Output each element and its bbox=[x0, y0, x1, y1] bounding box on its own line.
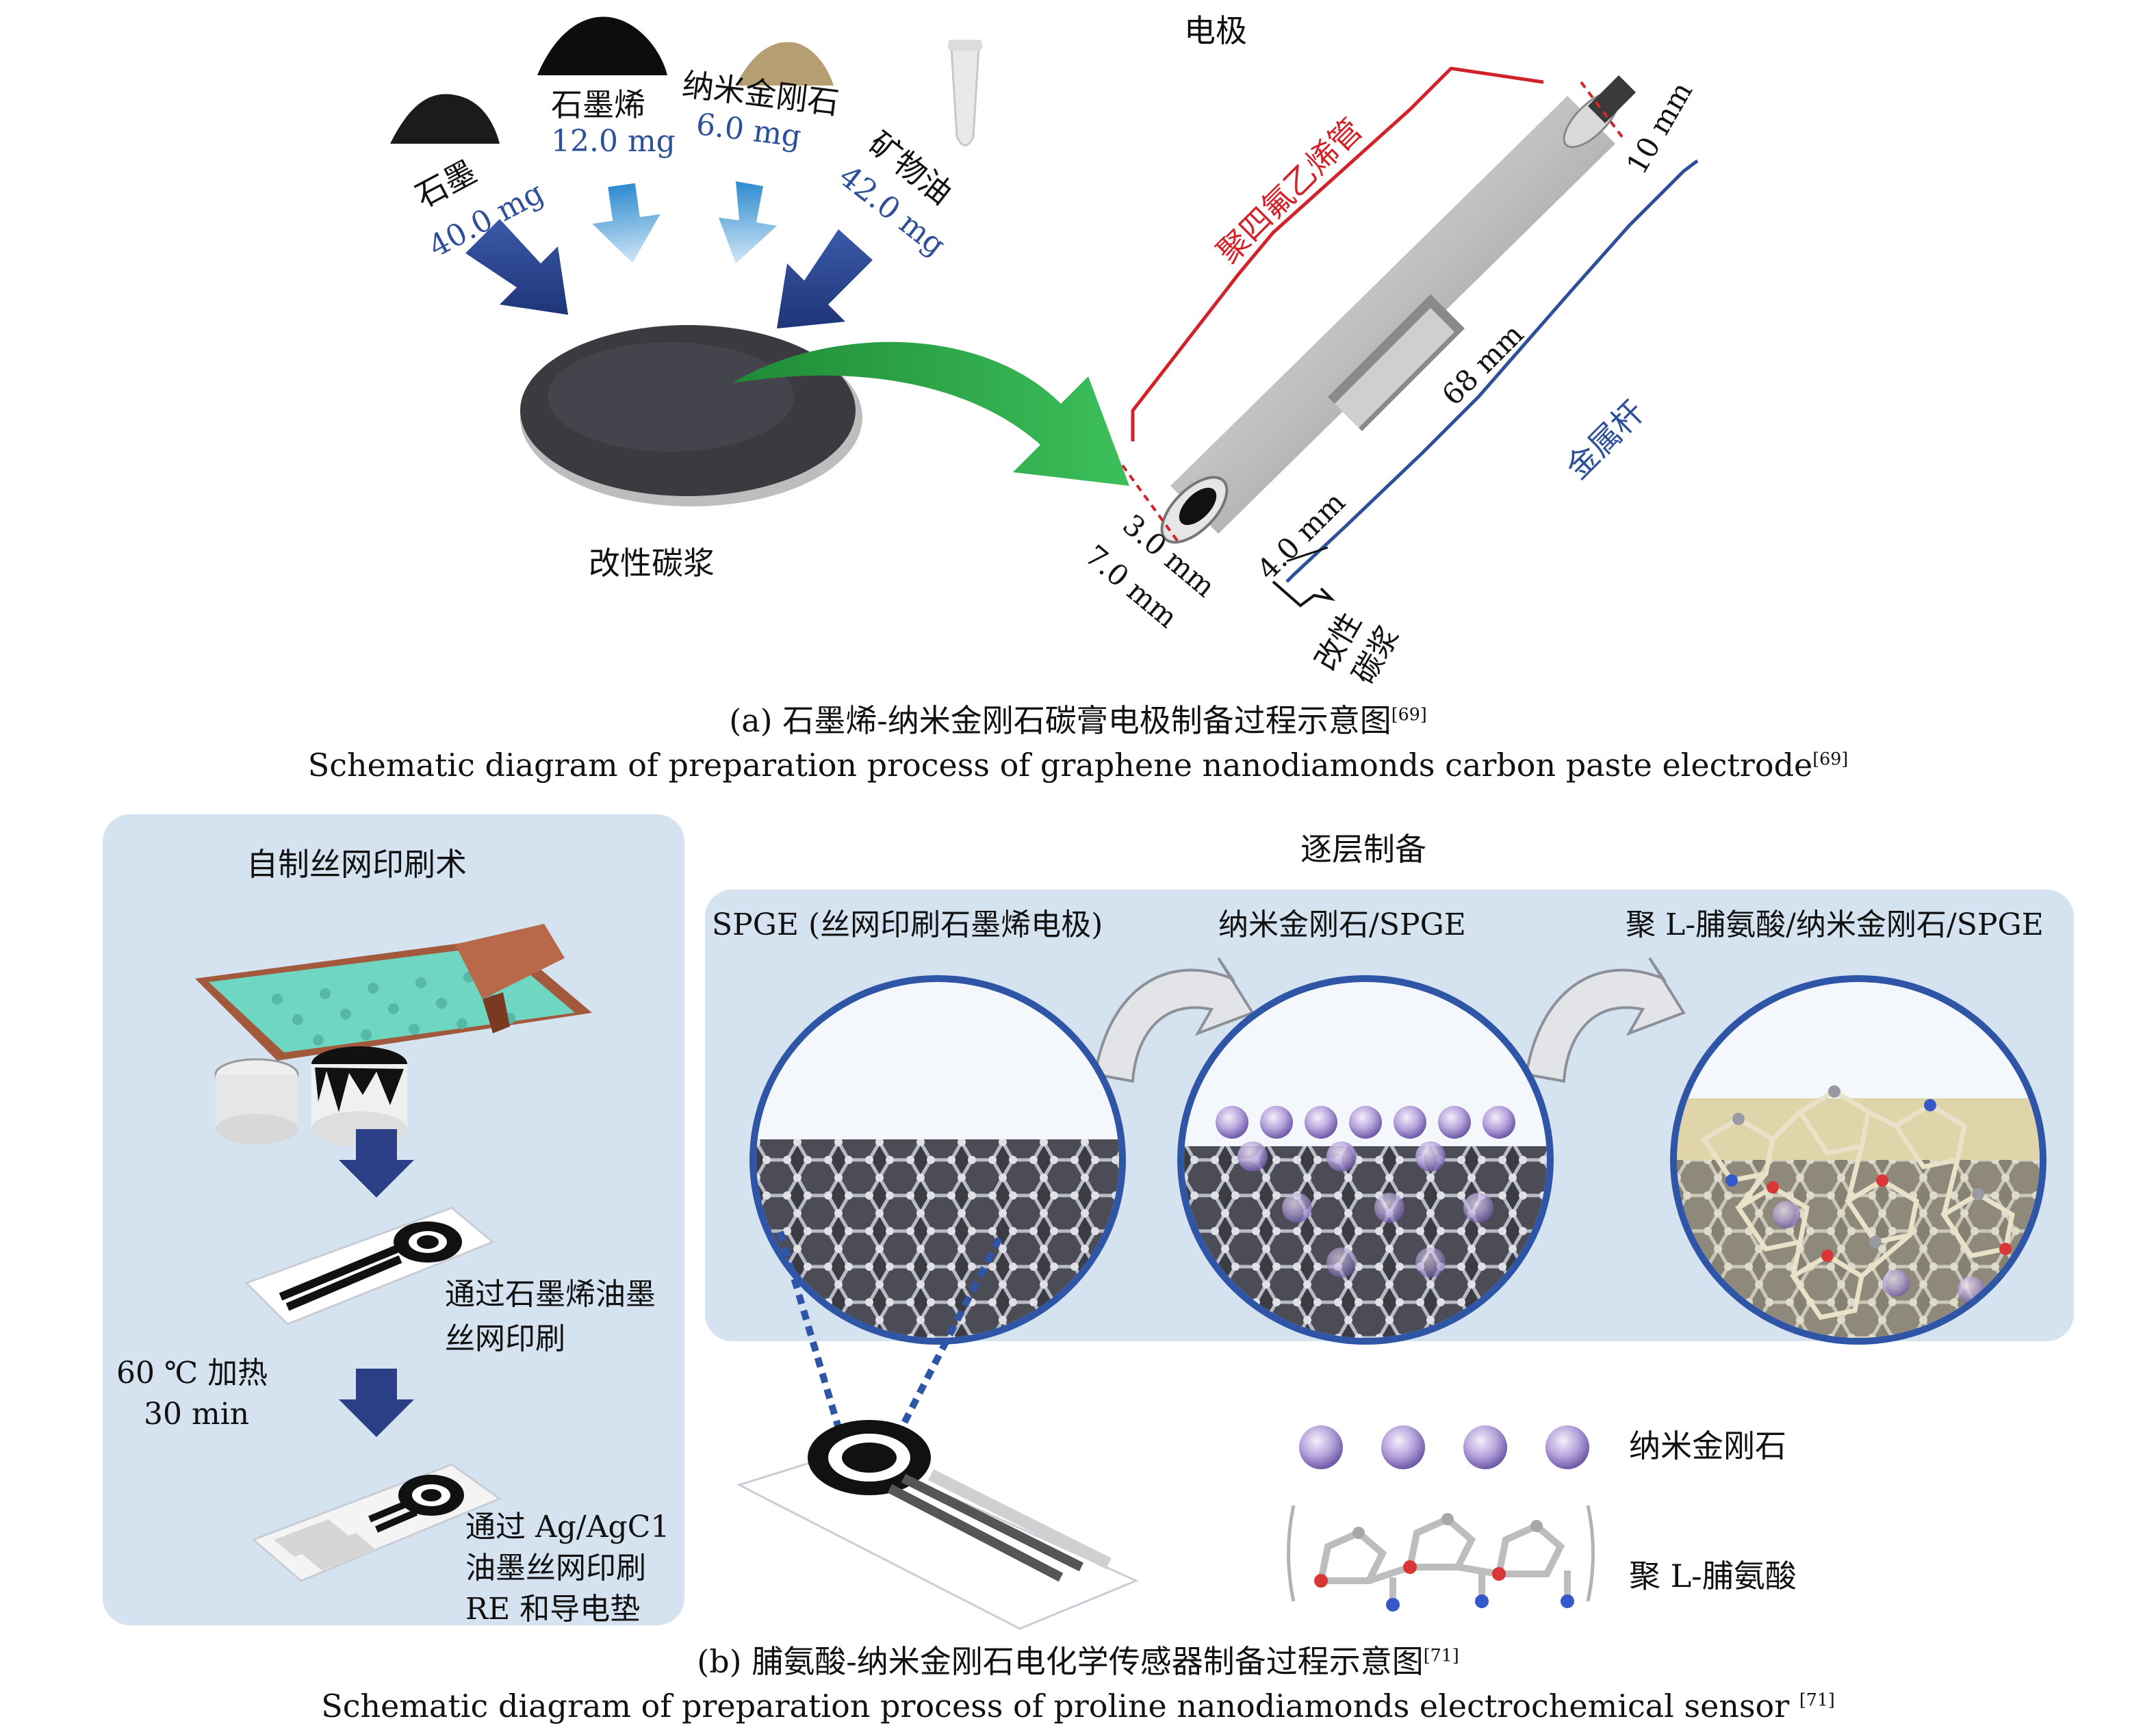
arrow-graphite-icon bbox=[465, 219, 568, 315]
spge-sensor-strip bbox=[736, 1420, 1139, 1630]
ingredient-amount-graphene: 12.0 mg bbox=[551, 124, 676, 159]
lens-nd-spge bbox=[1177, 975, 1554, 1345]
down-arrow-1-icon bbox=[339, 1129, 414, 1198]
polyproline-network bbox=[1701, 1088, 2015, 1320]
arrow-nanodiamond-icon bbox=[719, 181, 777, 263]
step2-line1: 通过 Ag/AgC1 bbox=[465, 1510, 670, 1544]
ingredient-name-graphene: 石墨烯 bbox=[551, 86, 645, 123]
legend-nanodiamond-label: 纳米金刚石 bbox=[1629, 1427, 1786, 1464]
stage-label-poly-nd-spge: 聚 L-脯氨酸/纳米金刚石/SPGE bbox=[1626, 907, 2044, 942]
mineral-oil-tube-icon bbox=[948, 40, 982, 146]
legend-nanodiamond-icon bbox=[1299, 1425, 1589, 1469]
graphene-printed-electrode-strip bbox=[244, 1206, 495, 1326]
step1-line2: 丝网印刷 bbox=[445, 1321, 565, 1356]
stage-arrow-1-icon bbox=[1093, 957, 1255, 1083]
lens-poly-nd-spge bbox=[1670, 975, 2046, 1345]
electrode-cylinder bbox=[1160, 75, 1636, 544]
agagcl-printed-electrode-strip bbox=[251, 1463, 502, 1582]
stage-label-spge: SPGE (丝网印刷石墨烯电极) bbox=[712, 907, 1103, 942]
step1-line1: 通过石墨烯油墨 bbox=[445, 1277, 656, 1312]
nanodiamond-particles bbox=[1216, 1106, 1515, 1278]
zoom-lines bbox=[777, 1230, 1003, 1453]
nanodiamond-powder-pile bbox=[736, 42, 834, 86]
screen-printer-illustration bbox=[195, 924, 592, 1147]
heat-line2: 30 min bbox=[144, 1397, 250, 1432]
green-transfer-arrow-icon bbox=[732, 341, 1129, 486]
legend-polyproline-icon bbox=[1287, 1505, 1595, 1612]
electrode-title: 电极 bbox=[1184, 12, 1247, 49]
electrode-dimension-brackets bbox=[1121, 66, 1699, 608]
step2-line2: 油墨丝网印刷 bbox=[465, 1551, 646, 1586]
ingredient-arrows bbox=[465, 181, 873, 328]
legend-polyproline-label: 聚 L-脯氨酸 bbox=[1629, 1557, 1797, 1594]
graphite-powder-pile bbox=[390, 94, 500, 144]
arrow-graphene-icon bbox=[592, 183, 660, 263]
paste-label: 改性碳浆 bbox=[589, 545, 715, 582]
stage-arrow-2-icon bbox=[1524, 957, 1686, 1083]
graphene-powder-pile bbox=[537, 16, 667, 75]
layer-by-layer-title: 逐层制备 bbox=[1300, 831, 1426, 868]
screen-printing-title: 自制丝网印刷术 bbox=[246, 846, 467, 883]
stage-label-nd-spge: 纳米金刚石/SPGE bbox=[1218, 907, 1466, 942]
caption-b-en: Schematic diagram of preparation process… bbox=[321, 1688, 1835, 1724]
caption-b-cn: (b) 脯氨酸-纳米金刚石电化学传感器制备过程示意图[71] bbox=[697, 1643, 1459, 1680]
caption-a-cn: (a) 石墨烯-纳米金刚石碳膏电极制备过程示意图[69] bbox=[729, 702, 1427, 739]
ink-cup-white-icon bbox=[214, 1058, 299, 1144]
caption-a-en: Schematic diagram of preparation process… bbox=[307, 747, 1849, 784]
graphene-lattice bbox=[756, 1139, 1119, 1338]
step2-line3: RE 和导电垫 bbox=[465, 1592, 641, 1627]
lens-spge bbox=[749, 975, 1126, 1345]
arrow-mineral-oil-icon bbox=[777, 229, 873, 328]
down-arrow-2-icon bbox=[339, 1369, 414, 1437]
heat-line1: 60 ℃ 加热 bbox=[116, 1356, 268, 1391]
